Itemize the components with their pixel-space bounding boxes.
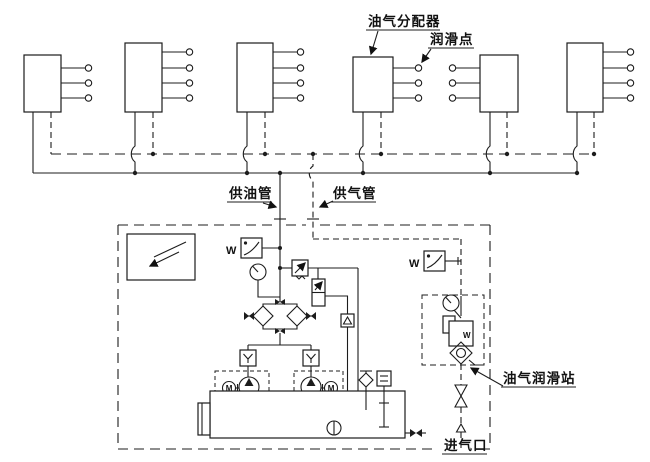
- svg-text:进气口: 进气口: [444, 437, 488, 453]
- lubrication-point-icon: [296, 79, 305, 87]
- motor-glyph: M: [328, 384, 335, 393]
- lubrication-point-icon: [626, 48, 635, 56]
- lightning-icon: [148, 241, 187, 267]
- lubrication-point-icon: [448, 79, 457, 87]
- electric-control-box: [126, 233, 196, 281]
- air-gauge-icon: [442, 294, 462, 319]
- lubrication-point-icon: [185, 79, 194, 87]
- distributor-block-4: [352, 56, 423, 173]
- air-treatment-unit: W: [421, 294, 485, 366]
- lubrication-point-icon: [185, 64, 194, 72]
- svg-text:供油管: 供油管: [228, 185, 273, 201]
- lubrication-point-icon: [448, 64, 457, 72]
- duplex-filter: [244, 299, 316, 345]
- lubrication-point-icon: [626, 94, 635, 102]
- lubrication-point-icon: [84, 94, 93, 102]
- svg-text:供气管: 供气管: [332, 185, 377, 201]
- lubrication-point-icon: [84, 79, 93, 87]
- spring-glyph: W: [463, 331, 471, 340]
- svg-text:润滑点: 润滑点: [430, 31, 474, 47]
- oil-pressure-switch: W: [226, 237, 282, 259]
- spring-glyph: W: [409, 258, 420, 270]
- spring-glyph: W: [226, 245, 237, 257]
- lubrication-point-icon: [296, 48, 305, 56]
- drain-valve-icon: [405, 429, 426, 437]
- lubrication-point-icon: [84, 64, 93, 72]
- lubrication-point-icon: [414, 79, 423, 87]
- solenoid-valve-icon: [311, 268, 349, 314]
- distributor-block-6: [566, 42, 635, 173]
- label-station: 油气润滑站: [469, 367, 576, 388]
- breather-icon: [358, 370, 374, 410]
- oil-pressure-gauge-icon: [249, 263, 280, 298]
- label-air-inlet: 进气口: [442, 437, 488, 455]
- oil-supply-bus: [33, 170, 580, 176]
- label-distributor: 油气分配器: [366, 13, 441, 56]
- label-oil-pipe: 供油管: [227, 185, 278, 210]
- tank-side-box: [197, 402, 211, 436]
- air-pressure-switch: W: [409, 250, 461, 272]
- svg-text:油气分配器: 油气分配器: [368, 13, 441, 29]
- lubrication-point-icon: [448, 94, 457, 102]
- air-inlet-arrow-icon: [455, 422, 467, 433]
- distributor-block-3: [236, 42, 305, 173]
- distributor-block-1: [23, 54, 93, 173]
- label-gas-pipe: 供气管: [318, 185, 377, 208]
- lubrication-point-icon: [414, 64, 423, 72]
- oil-supply-pipe: [274, 173, 286, 302]
- lubrication-point-icon: [626, 79, 635, 87]
- motor-glyph: M: [226, 384, 233, 393]
- lubrication-point-icon: [296, 94, 305, 102]
- gas-supply-pipe: [307, 154, 462, 295]
- relief-valve-icon: [278, 259, 358, 280]
- distributor-block-5: [448, 54, 519, 173]
- gas-supply-bus: [51, 151, 597, 157]
- air-inlet-line: [454, 364, 468, 448]
- lubrication-point-icon: [626, 64, 635, 72]
- svg-text:油气润滑站: 油气润滑站: [503, 370, 576, 386]
- strainer-box-icon: [239, 349, 257, 367]
- strainer-box-icon: [302, 349, 320, 367]
- pump-feed-lines: [239, 344, 320, 377]
- lubrication-point-icon: [185, 94, 194, 102]
- lubrication-point-icon: [185, 48, 194, 56]
- lubrication-point-icon: [414, 94, 423, 102]
- level-switch-icon: [376, 370, 392, 428]
- oil-tank: [197, 370, 426, 439]
- lubrication-point-icon: [296, 64, 305, 72]
- station-boundary: [117, 224, 491, 450]
- air-shutoff-valve-icon: [454, 384, 468, 408]
- distributor-block-2: [124, 42, 194, 173]
- level-indicator-icon: [326, 420, 342, 436]
- label-lube-point: 润滑点: [421, 31, 474, 64]
